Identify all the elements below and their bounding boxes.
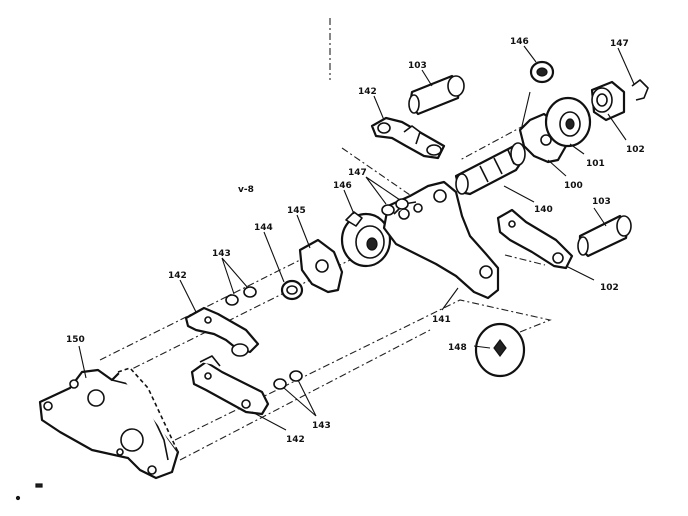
part-147-e-rings-centre [381, 198, 409, 216]
label-145: 145 [287, 206, 306, 216]
part-102-sleeve [590, 80, 626, 122]
label-148: 148 [448, 343, 467, 353]
part-140-shaft [454, 142, 526, 196]
part-142-pin-link [184, 286, 260, 357]
part-146-gear [340, 211, 392, 268]
label-103-right: 103 [592, 197, 611, 207]
part-144-ring [280, 279, 304, 301]
label-143-upper: 143 [212, 249, 231, 259]
leader-lines [78, 45, 635, 431]
part-146-bushing [529, 60, 555, 84]
label-103-top: 103 [408, 61, 427, 71]
label-143-lower: 143 [312, 421, 331, 431]
stray-marks [15, 483, 43, 501]
part-103-top-shaft [408, 74, 465, 116]
part-142-lower-link [190, 355, 270, 416]
label-142-top: 142 [358, 87, 377, 97]
label-142-lower: 142 [286, 435, 305, 445]
label-144: 144 [254, 223, 273, 233]
label-141: 141 [432, 315, 451, 325]
assembly-guide-lines [99, 18, 552, 461]
label-147-centre: 147 [348, 168, 367, 178]
label-140: 140 [534, 205, 553, 215]
part-142-top-link [370, 116, 446, 160]
label-100: 100 [564, 181, 583, 191]
part-150-base-bracket [38, 367, 180, 480]
view-label: v-8 [238, 185, 254, 195]
part-143-e-rings-lower [273, 370, 303, 390]
label-147-top: 147 [610, 39, 629, 49]
part-149-washer [474, 322, 526, 378]
label-102-sleeve: 102 [626, 145, 645, 155]
part-103-right-shaft [577, 214, 632, 258]
label-146-bushing: 146 [510, 37, 529, 47]
part-145-cam-disc [298, 238, 344, 294]
part-147-e-ring-top [631, 79, 649, 101]
label-102-link: 102 [600, 283, 619, 293]
part-102-right-link [496, 208, 574, 270]
label-150: 150 [66, 335, 85, 345]
label-146-gear: 146 [333, 181, 352, 191]
part-101-toothed-wheel [544, 96, 592, 148]
label-142-pin-link: 142 [168, 271, 187, 281]
part-labels: v-8 150 142 143 144 145 146 147 142 103 … [66, 37, 645, 445]
label-101: 101 [586, 159, 605, 169]
